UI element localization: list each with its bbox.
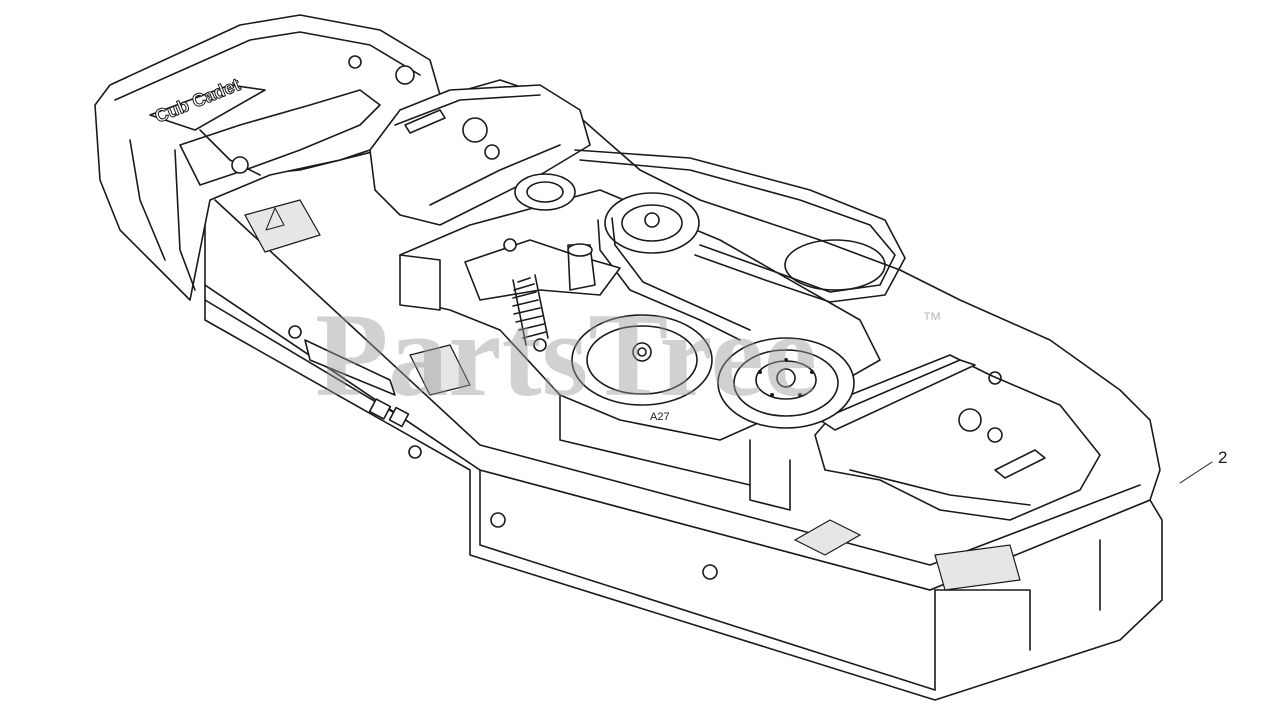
callout-leader-line (1179, 461, 1213, 484)
left-spindle-cover (369, 84, 591, 226)
warning-decal-small (793, 519, 862, 556)
idler-pulley (604, 192, 700, 254)
callout-2: 2 (1179, 448, 1227, 484)
side-panel-details (288, 325, 718, 580)
right-spindle-pulley (717, 337, 855, 429)
belt-guide-pulley (514, 173, 576, 211)
belt-tag: A27 (650, 411, 670, 423)
idler-arm (464, 238, 621, 301)
idler-spring (512, 274, 549, 352)
warning-decal-center (409, 344, 471, 396)
callout-label: 2 (1218, 448, 1227, 467)
discharge-guard: Cub Cadet (94, 14, 441, 301)
left-spindle-pulley (571, 314, 713, 406)
watermark: PartsTree ™ (315, 288, 942, 421)
watermark-text: PartsTree (315, 288, 817, 421)
warning-decal-front (244, 199, 321, 253)
drive-belt (574, 149, 906, 341)
watermark-trademark: ™ (922, 309, 942, 331)
warning-decal-right (934, 544, 1021, 591)
right-spindle-cover (814, 354, 1101, 521)
